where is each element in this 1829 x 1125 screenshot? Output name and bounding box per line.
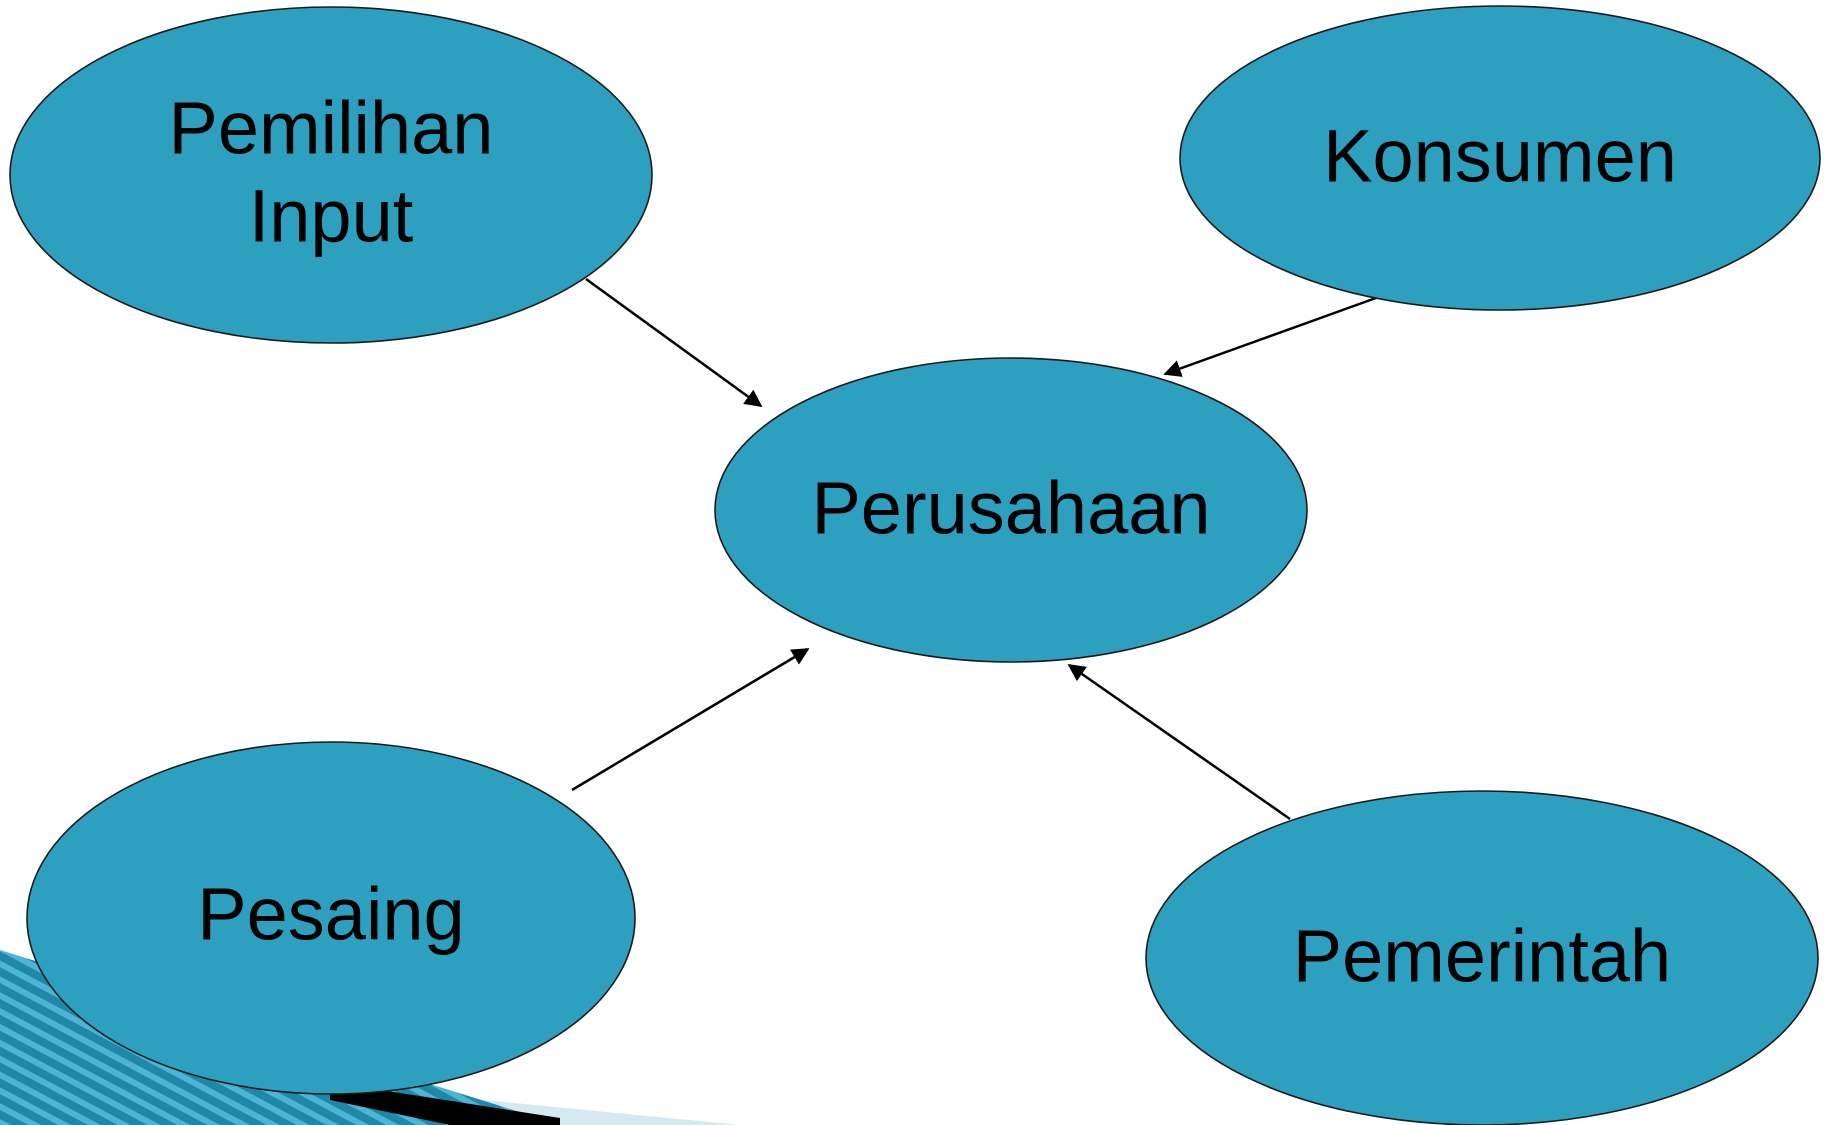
node-konsumen-label: Konsumen <box>1323 115 1677 198</box>
edge-konsumen-to-perusahaan <box>1163 292 1388 377</box>
node-konsumen: Konsumen <box>1179 5 1821 311</box>
node-pemilihan-input-label-line1: Pemilihan <box>169 87 494 170</box>
node-pesaing-label: Pesaing <box>197 873 464 956</box>
node-pesaing-ellipse <box>26 741 636 1095</box>
edge-pesaing-to-perusahaan <box>571 647 810 792</box>
node-pesaing: Pesaing <box>26 741 636 1095</box>
node-pemilihan-input-ellipse <box>9 6 653 344</box>
node-pemerintah: Pemerintah <box>1145 790 1819 1125</box>
node-perusahaan-ellipse <box>714 357 1308 663</box>
node-pemerintah-ellipse <box>1145 790 1819 1125</box>
edges <box>571 277 1388 821</box>
node-pemilihan-input: Pemilihan Input <box>9 6 653 344</box>
node-pemilihan-input-label-line2: Input <box>249 175 414 258</box>
edge-pemilihan-input-to-perusahaan <box>585 277 763 408</box>
corner-dark-bar <box>330 1082 560 1125</box>
node-perusahaan-label: Perusahaan <box>811 467 1210 550</box>
edge-pemerintah-to-perusahaan <box>1067 663 1291 821</box>
node-pemerintah-label: Pemerintah <box>1293 915 1671 998</box>
node-konsumen-ellipse <box>1179 5 1821 311</box>
node-perusahaan: Perusahaan <box>714 357 1308 663</box>
